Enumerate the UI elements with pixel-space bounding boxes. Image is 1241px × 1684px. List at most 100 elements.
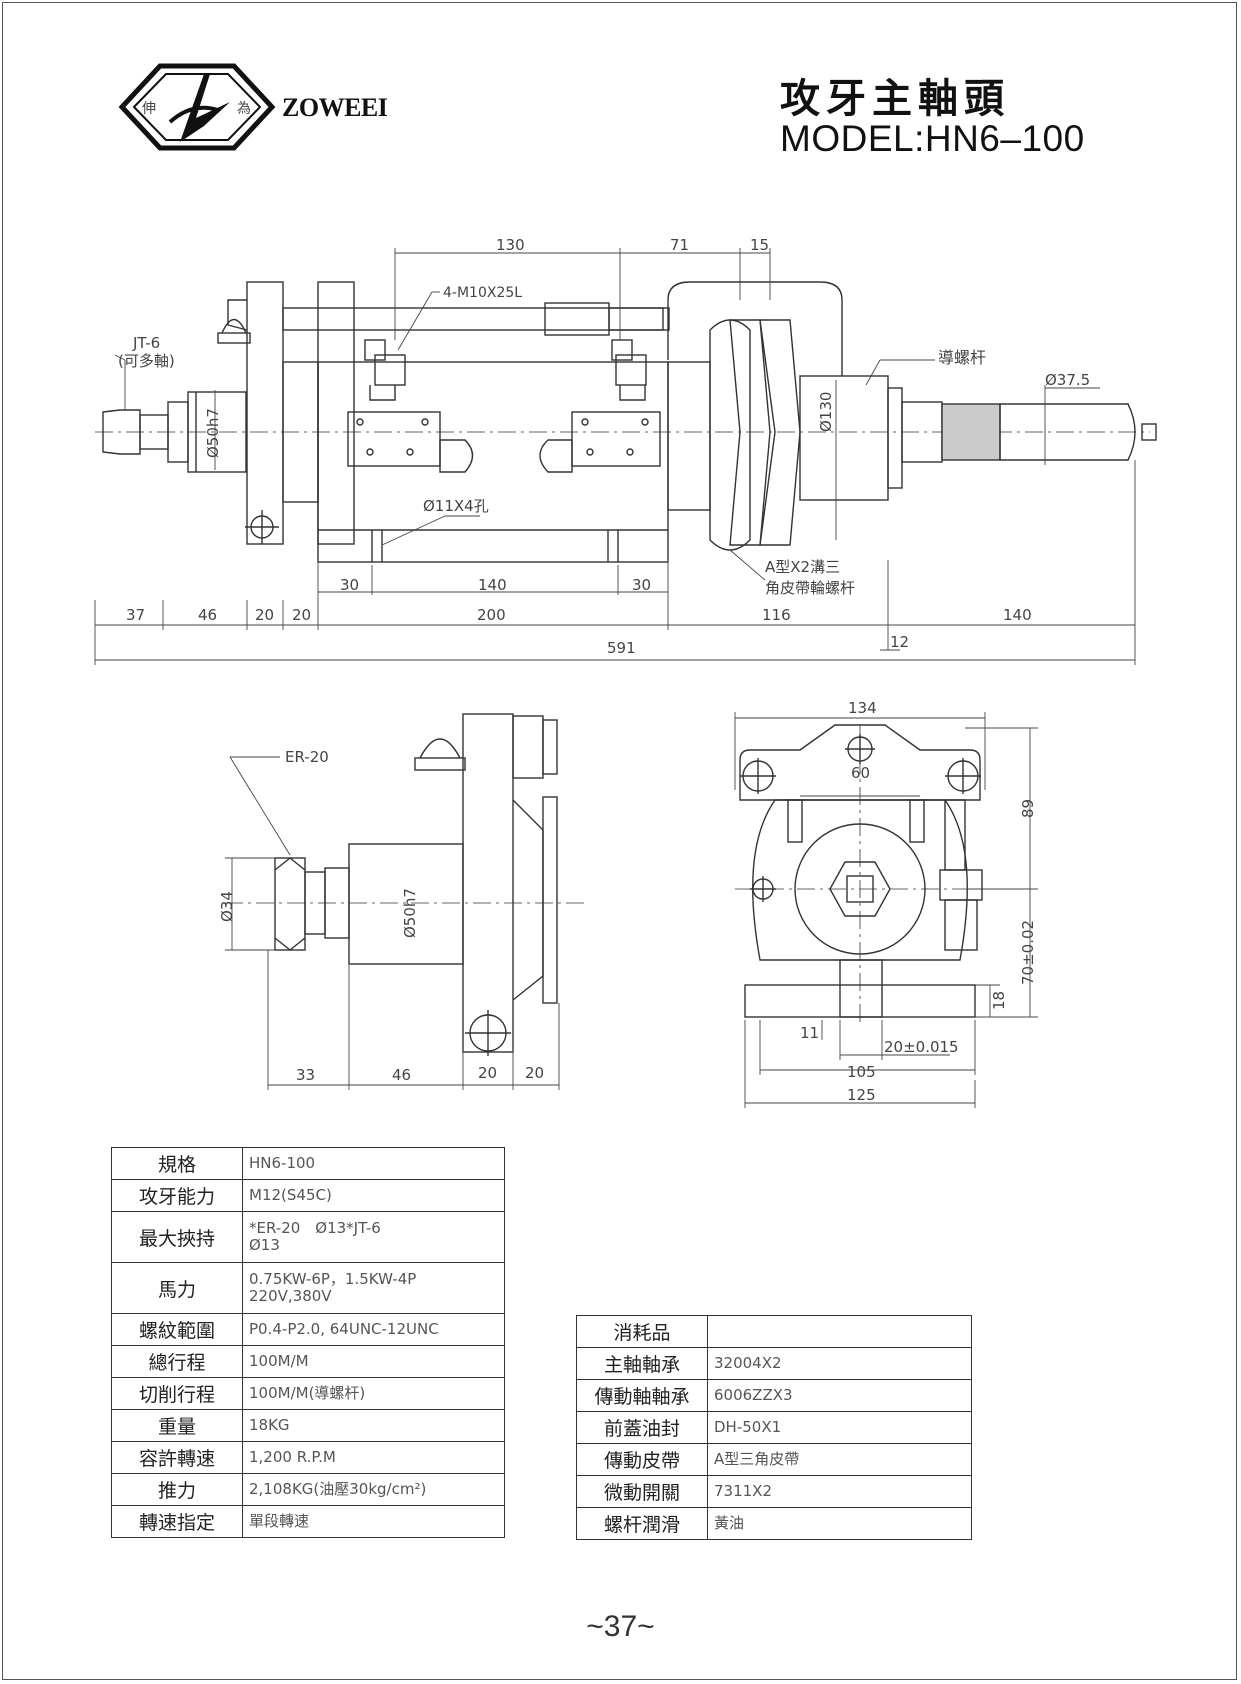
spec-value: M12(S45C) xyxy=(242,1179,505,1212)
spec-value: 18KG xyxy=(242,1409,505,1442)
pulley-label-2: 角皮帶輪螺杆 xyxy=(765,579,855,597)
side-dim-33: 33 xyxy=(296,1066,315,1084)
consumables-table: 消耗品 主軸軸承 32004X2 傳動軸軸承 6006ZZX3 前蓋油封 DH-… xyxy=(576,1315,972,1540)
dim-200: 200 xyxy=(477,606,506,624)
side-view-dimensions xyxy=(225,756,560,1090)
table-row: 前蓋油封 DH-50X1 xyxy=(576,1411,972,1444)
consumable-key: 傳動皮帶 xyxy=(576,1443,708,1476)
company-logo: 伸 為 xyxy=(118,63,276,151)
spec-table: 規格 HN6-100 攻牙能力 M12(S45C) 最大挾持 *ER-20 Ø1… xyxy=(111,1147,505,1538)
consumable-value: 7311X2 xyxy=(707,1475,972,1508)
consumable-key: 消耗品 xyxy=(576,1315,708,1348)
dia-130-label: Ø130 xyxy=(817,392,835,432)
page-number: ~37~ xyxy=(586,1610,655,1643)
spec-value: 100M/M xyxy=(242,1345,505,1378)
spec-value: 2,108KG(油壓30kg/cm²) xyxy=(242,1473,505,1506)
consumable-value: A型三角皮帶 xyxy=(707,1443,972,1476)
spec-key: 推力 xyxy=(111,1473,243,1506)
consumable-value: 黃油 xyxy=(707,1507,972,1540)
side-dia-34-label: Ø34 xyxy=(218,891,236,922)
dim-46: 46 xyxy=(198,606,217,624)
spec-value: 1,200 R.P.M xyxy=(242,1441,505,1474)
end-view-dimensions xyxy=(734,712,1038,1108)
spec-key: 螺紋範圍 xyxy=(111,1313,243,1346)
consumable-key: 傳動軸軸承 xyxy=(576,1379,708,1412)
spec-value-line2: 220V,380V xyxy=(249,1287,332,1305)
spec-key: 總行程 xyxy=(111,1345,243,1378)
end-dim-125: 125 xyxy=(847,1086,876,1104)
side-dia-50h7-label: Ø50h7 xyxy=(401,888,419,938)
dim-15: 15 xyxy=(750,236,769,254)
table-row: 推力 2,108KG(油壓30kg/cm²) xyxy=(111,1473,505,1506)
lead-screw-label: 導螺杆 xyxy=(938,348,986,367)
brand-name: ZOWEEI xyxy=(282,93,388,122)
spec-key: 切削行程 xyxy=(111,1377,243,1410)
spec-key: 規格 xyxy=(111,1147,243,1180)
dia-375-label: Ø37.5 xyxy=(1045,371,1090,389)
table-row: 消耗品 xyxy=(576,1315,972,1348)
table-row: 微動開關 7311X2 xyxy=(576,1475,972,1508)
dim-116: 116 xyxy=(762,606,791,624)
table-row: 馬力 0.75KW-6P，1.5KW-4P 220V,380V xyxy=(111,1262,505,1314)
bolt-label: 4-M10X25L xyxy=(443,285,522,301)
spec-value: 0.75KW-6P，1.5KW-4P xyxy=(249,1270,417,1288)
front-view xyxy=(95,281,1157,563)
table-row: 最大挾持 *ER-20 Ø13*JT-6 Ø13 xyxy=(111,1211,505,1263)
spec-value: 100M/M(導螺杆) xyxy=(242,1377,505,1410)
end-dim-18: 18 xyxy=(990,991,1008,1010)
side-dim-20-b: 20 xyxy=(525,1064,544,1082)
dim-140-middle: 140 xyxy=(478,576,507,594)
end-dim-105: 105 xyxy=(847,1063,876,1081)
consumable-key: 前蓋油封 xyxy=(576,1411,708,1444)
end-dim-134: 134 xyxy=(848,699,877,717)
logo-char-right: 為 xyxy=(237,101,251,117)
dim-20-b: 20 xyxy=(292,606,311,624)
dim-30-right: 30 xyxy=(632,576,651,594)
dim-12: 12 xyxy=(890,633,909,651)
dim-71: 71 xyxy=(670,236,689,254)
logo-char-left: 伸 xyxy=(142,101,156,117)
end-dim-11: 11 xyxy=(800,1024,819,1042)
page-title: 攻牙主軸頭 xyxy=(780,76,1010,122)
front-view-dimensions xyxy=(94,248,1136,665)
consumable-value: DH-50X1 xyxy=(707,1411,972,1444)
end-dim-89: 89 xyxy=(1019,799,1037,818)
spec-key: 轉速指定 xyxy=(111,1505,243,1538)
table-row: 傳動皮帶 A型三角皮帶 xyxy=(576,1443,972,1476)
table-row: 攻牙能力 M12(S45C) xyxy=(111,1179,505,1212)
spec-key: 重量 xyxy=(111,1409,243,1442)
side-dim-20-a: 20 xyxy=(478,1064,497,1082)
jt6-note: (可多軸) xyxy=(118,352,175,370)
dim-140-right: 140 xyxy=(1003,606,1032,624)
end-view-labels: 134 60 89 70±0.02 18 11 20±0.015 105 125 xyxy=(800,699,1037,1104)
spec-key: 攻牙能力 xyxy=(111,1179,243,1212)
consumable-value xyxy=(707,1315,972,1348)
consumable-value: 32004X2 xyxy=(707,1347,972,1380)
er20-label: ER-20 xyxy=(285,748,329,766)
dia-50h7-label: Ø50h7 xyxy=(204,408,222,458)
jt6-label: JT-6 xyxy=(132,334,160,352)
consumable-value: 6006ZZX3 xyxy=(707,1379,972,1412)
dim-130: 130 xyxy=(496,236,525,254)
spec-value: HN6-100 xyxy=(242,1147,505,1180)
dim-20-a: 20 xyxy=(255,606,274,624)
consumable-key: 主軸軸承 xyxy=(576,1347,708,1380)
table-row: 螺杆潤滑 黃油 xyxy=(576,1507,972,1540)
pulley-label-1: A型X2溝三 xyxy=(765,558,840,576)
end-dim-70: 70±0.02 xyxy=(1019,920,1037,985)
table-row: 規格 HN6-100 xyxy=(111,1147,505,1180)
table-row: 總行程 100M/M xyxy=(111,1345,505,1378)
end-view xyxy=(735,724,985,1025)
end-dim-60: 60 xyxy=(851,764,870,782)
side-view xyxy=(225,713,585,1056)
spec-value-multiline: 0.75KW-6P，1.5KW-4P 220V,380V xyxy=(242,1262,505,1314)
spec-value: *ER-20 Ø13*JT-6 xyxy=(249,1219,381,1237)
spec-key: 馬力 xyxy=(111,1262,243,1314)
spec-key: 容許轉速 xyxy=(111,1441,243,1474)
dim-37: 37 xyxy=(126,606,145,624)
consumable-key: 螺杆潤滑 xyxy=(576,1507,708,1540)
table-row: 螺紋範圍 P0.4-P2.0, 64UNC-12UNC xyxy=(111,1313,505,1346)
spec-value-line2: Ø13 xyxy=(249,1236,280,1254)
